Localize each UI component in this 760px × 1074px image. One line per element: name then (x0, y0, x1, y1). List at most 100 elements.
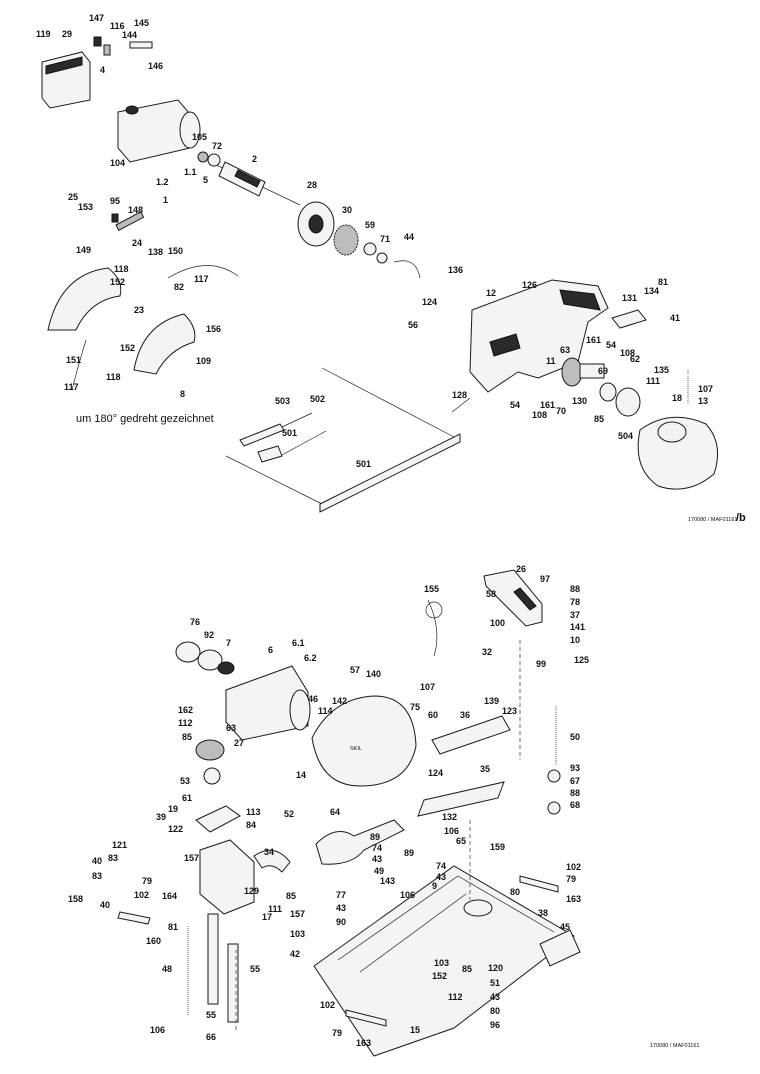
part-callout: 62 (630, 354, 640, 364)
part-callout: 78 (570, 597, 580, 607)
part-callout: 13 (698, 396, 708, 406)
lower-labels: 155 26 97 88 58 78 37 100 141 10 32 125 … (68, 564, 699, 1049)
part-callout: 151 (66, 355, 81, 365)
upper-labels: 119 29 147 116 145 144 146 4 105 72 2 1.… (36, 13, 746, 524)
part-callout: 43 (436, 872, 446, 882)
part-callout: 164 (162, 891, 177, 901)
part-callout: 102 (134, 890, 149, 900)
part-callout: 130 (572, 396, 587, 406)
part-callout: 95 (110, 196, 120, 206)
part-callout: 1.1 (184, 167, 197, 177)
part-callout: 54 (606, 340, 616, 350)
part-callout: 123 (502, 706, 517, 716)
part-callout: 60 (428, 710, 438, 720)
part-callout: 85 (462, 964, 472, 974)
part-callout: 56 (408, 320, 418, 330)
part-callout: 69 (598, 366, 608, 376)
part-callout: 504 (618, 431, 633, 441)
motor (225, 665, 309, 741)
part-callout: 114 (318, 706, 333, 716)
part-callout: 6.2 (304, 653, 317, 663)
part-callout: 83 (108, 853, 118, 863)
part-callout: 99 (536, 659, 546, 669)
part-callout: 161 (586, 335, 601, 345)
part-callout: 71 (380, 234, 390, 244)
part-callout: 112 (448, 992, 463, 1002)
part-callout: 142 (332, 696, 347, 706)
part-callout: 72 (212, 141, 222, 151)
part-callout: 74 (372, 843, 382, 853)
part-callout: 93 (570, 763, 580, 773)
part-callout: 6 (268, 645, 273, 655)
drawing-id-lower: 170080 / MAF01161 (650, 1043, 699, 1049)
part-callout: 1 (163, 195, 168, 205)
part-callout: 49 (374, 866, 384, 876)
part-callout: 7 (226, 638, 231, 648)
part-callout: 81 (168, 922, 178, 932)
part-callout: 155 (424, 584, 439, 594)
part-callout: 88 (570, 788, 580, 798)
upper-drawing (41, 36, 719, 513)
part-callout: 158 (68, 894, 83, 904)
part-callout: 88 (570, 584, 580, 594)
part-callout: 103 (290, 929, 305, 939)
motor-end-cap (41, 51, 91, 109)
part-callout: 129 (244, 886, 259, 896)
part-callout: 85 (182, 732, 192, 742)
part-callout: 143 (380, 876, 395, 886)
part-callout: 120 (488, 963, 503, 973)
tilt-support (199, 839, 255, 915)
part-callout: 141 (570, 622, 585, 632)
part-callout: 32 (482, 647, 492, 657)
part-callout: 125 (574, 655, 589, 665)
part-callout: 80 (490, 1006, 500, 1016)
part-callout: 55 (250, 964, 260, 974)
part-callout: 44 (404, 232, 414, 242)
part-callout: 148 (128, 205, 143, 215)
part-callout: 57 (350, 665, 360, 675)
part-callout: 26 (516, 564, 526, 574)
part-callout: 113 (246, 807, 261, 817)
part-callout: 43 (490, 992, 500, 1002)
part-callout: 76 (190, 617, 200, 627)
part-callout: 132 (442, 812, 457, 822)
part-callout: 82 (174, 282, 184, 292)
part-callout: 24 (132, 238, 142, 248)
part-callout: 90 (336, 917, 346, 927)
part-callout: 66 (206, 1032, 216, 1042)
blade-guard (637, 416, 719, 490)
part-callout: 29 (62, 29, 72, 39)
part-callout: 104 (110, 158, 125, 168)
part-callout: 14 (296, 770, 306, 780)
part-callout: 96 (490, 1020, 500, 1030)
part-callout: 105 (192, 132, 207, 142)
handle (483, 569, 543, 627)
rotation-note: um 180° gedreht gezeichnet (76, 413, 214, 425)
part-callout: 119 (36, 29, 51, 39)
part-callout: 43 (336, 903, 346, 913)
part-callout: 124 (428, 768, 443, 778)
part-callout: 112 (178, 718, 193, 728)
part-callout: 45 (560, 922, 570, 932)
base-plate (313, 865, 575, 1057)
part-callout: 144 (122, 30, 137, 40)
part-callout: 138 (148, 247, 163, 257)
part-callout: 124 (422, 297, 437, 307)
armature (197, 151, 301, 206)
part-callout: 157 (290, 909, 305, 919)
parallel-guide (225, 367, 461, 513)
part-callout: 53 (180, 776, 190, 786)
part-callout: 163 (566, 894, 581, 904)
part-callout: 161 (540, 400, 555, 410)
part-callout: 39 (156, 812, 166, 822)
part-callout: 1.2 (156, 177, 169, 187)
part-callout: 118 (114, 264, 129, 274)
part-callout: 36 (460, 710, 470, 720)
part-callout: 136 (448, 265, 463, 275)
part-callout: 106 (150, 1025, 165, 1035)
part-callout: 97 (540, 574, 550, 584)
part-callout: 27 (234, 738, 244, 748)
part-callout: 100 (490, 618, 505, 628)
part-callout: 51 (490, 978, 500, 988)
part-callout: 79 (332, 1028, 342, 1038)
